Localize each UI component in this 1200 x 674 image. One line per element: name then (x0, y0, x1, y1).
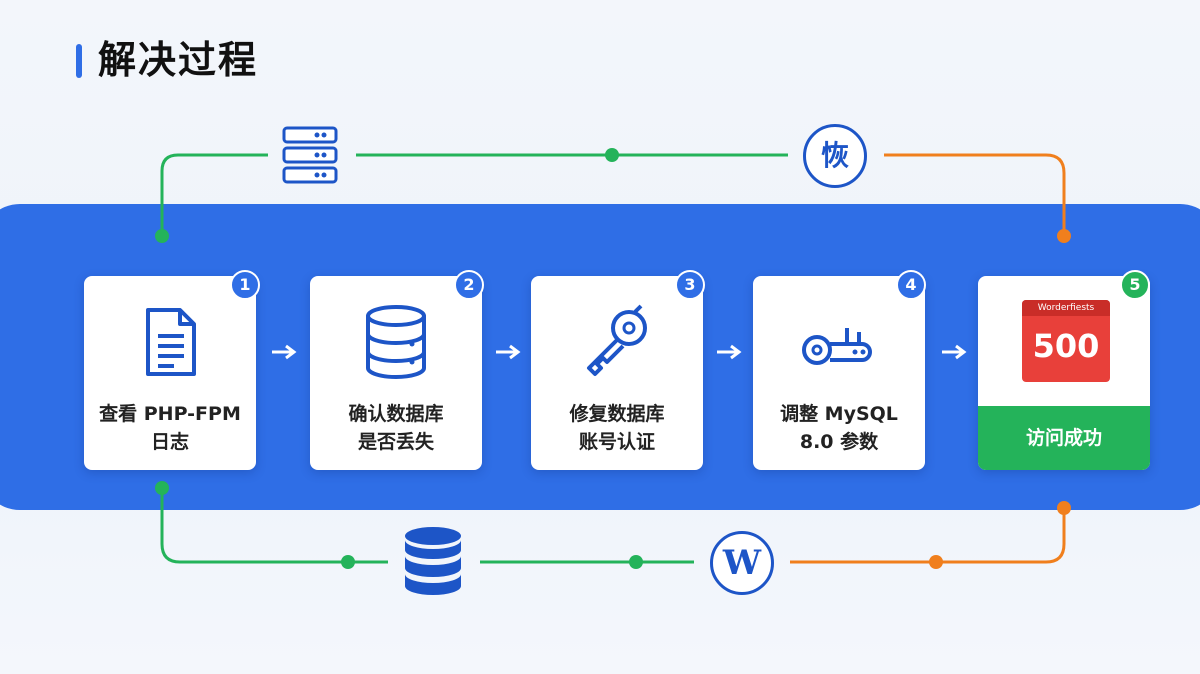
step-label-2-line1: 确认数据库 (348, 403, 444, 425)
bottom-middle-node (629, 555, 643, 569)
error-code: 500 (1032, 327, 1100, 365)
restore-circle-icon: 恢 (803, 124, 867, 188)
bottom-left-node-b (341, 555, 355, 569)
step-card-4: 调整 MySQL 8.0 参数 (753, 276, 925, 470)
step-label-2-line2: 是否丢失 (357, 431, 434, 453)
step-label-4: 调整 MySQL 8.0 参数 (753, 400, 925, 456)
arrow-right-icon (496, 344, 521, 360)
error-header: Worderfiests (1022, 300, 1110, 316)
page-title: 解决过程 (98, 38, 259, 82)
step-label-2: 确认数据库 是否丢失 (310, 400, 482, 456)
top-left-node (155, 229, 169, 243)
step-label-3: 修复数据库 账号认证 (531, 400, 703, 456)
success-footer (978, 406, 1150, 470)
server-rack-icon (282, 126, 338, 184)
step-card-3: 修复数据库 账号认证 (531, 276, 703, 470)
top-middle-node (605, 148, 619, 162)
database-icon (366, 305, 426, 379)
step-card-2: 确认数据库 是否丢失 (310, 276, 482, 470)
step-label-3-line2: 账号认证 (578, 431, 655, 453)
document-icon (146, 308, 196, 376)
bottom-right-node-b (1057, 501, 1071, 515)
bottom-right-node-a (929, 555, 943, 569)
step-badge-5: 5 (1120, 270, 1150, 300)
arrow-right-icon (717, 344, 742, 360)
bottom-right-connector (790, 508, 1066, 564)
step-badge-1: 1 (230, 270, 260, 300)
step-card-5: Worderfiests 500 访问成功 (978, 276, 1150, 470)
key-settings-icon (802, 328, 873, 365)
step-label-3-line1: 修复数据库 (569, 403, 665, 425)
title-accent-bar (76, 44, 82, 78)
top-right-node (1057, 229, 1071, 243)
step-label-4-line2: 8.0 参数 (799, 431, 879, 453)
step-card-1: 查看 PHP-FPM 日志 (84, 276, 256, 470)
arrow-right-icon (272, 344, 297, 360)
bottom-left-node-a (155, 481, 169, 495)
step-badge-3: 3 (675, 270, 705, 300)
key-icon (587, 304, 647, 376)
step-badge-2: 2 (454, 270, 484, 300)
step-label-1-line1: 查看 PHP-FPM (99, 403, 241, 425)
step-label-5: 访问成功 (1025, 427, 1102, 449)
database-stack-icon (405, 527, 461, 595)
wordpress-circle-icon: W (710, 531, 774, 595)
step-badge-4: 4 (896, 270, 926, 300)
step-label-1: 查看 PHP-FPM 日志 (84, 400, 256, 456)
step-label-1-line2: 日志 (150, 431, 189, 453)
step-label-4-line1: 调整 MySQL (780, 403, 898, 425)
error-page-icon: Worderfiests 500 (1022, 300, 1110, 382)
top-left-connector (160, 153, 268, 236)
top-right-connector (884, 153, 1066, 236)
bottom-left-connector (160, 488, 388, 564)
arrow-right-icon (942, 344, 967, 360)
